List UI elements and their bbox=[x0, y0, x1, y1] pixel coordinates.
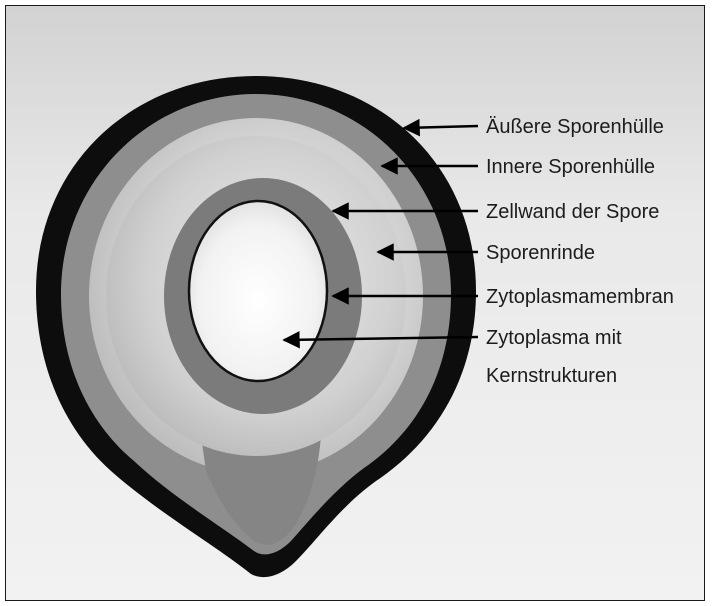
label-zytoplasma-line1: Zytoplasma mit bbox=[486, 327, 622, 349]
cytoplasm bbox=[189, 201, 327, 381]
label-sporenrinde: Sporenrinde bbox=[486, 242, 595, 264]
label-zellwand-der-spore: Zellwand der Spore bbox=[486, 201, 659, 223]
label-aeussere-sporenhuelle: Äußere Sporenhülle bbox=[486, 116, 664, 138]
label-zytoplasmamembran: Zytoplasmamembran bbox=[486, 286, 674, 308]
label-zytoplasma-line2: Kernstrukturen bbox=[486, 365, 617, 387]
diagram-frame: Äußere Sporenhülle Innere Sporenhülle Ze… bbox=[5, 5, 705, 601]
spore-diagram: Äußere Sporenhülle Innere Sporenhülle Ze… bbox=[6, 6, 705, 601]
label-innere-sporenhuelle: Innere Sporenhülle bbox=[486, 156, 655, 178]
